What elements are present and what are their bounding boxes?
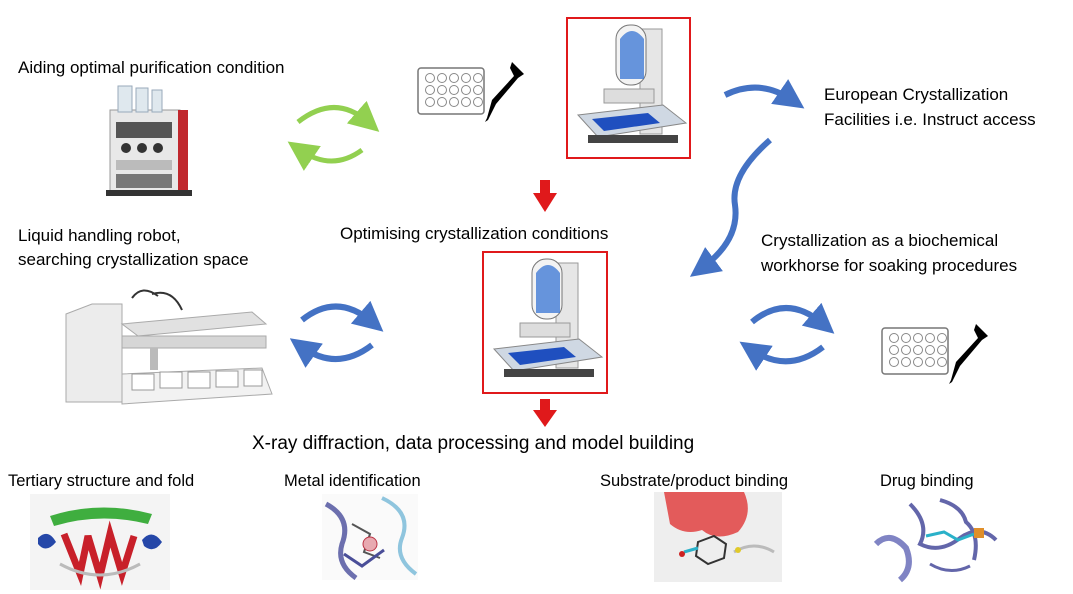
label-tertiary: Tertiary structure and fold [8,472,195,490]
liquid-handling-robot-image [65,289,273,405]
label-optimising: Optimising crystallization conditions [340,224,609,243]
blue-cycle-arrow-left-top [300,300,384,332]
blue-arrow-to-european [723,79,805,109]
substrate-binding-image [654,492,782,582]
red-down-arrow-top [533,180,557,212]
blue-cycle-arrow-right-bottom [739,341,825,371]
label-purification: Aiding optimal purification condition [18,58,285,77]
protein-fold-image [30,494,170,590]
robot-box-top [566,17,691,159]
label-workhorse-line1: Crystallization as a biochemical [761,231,999,250]
label-xray: X-ray diffraction, data processing and m… [252,433,695,454]
blue-cycle-arrow-right-top [750,302,835,334]
label-substrate: Substrate/product binding [600,472,789,490]
label-liquid-line2: searching crystallization space [18,250,249,269]
pipette-icon [949,324,988,384]
well-plate-icon [417,67,485,115]
blue-cycle-arrow-left-bottom [289,338,374,368]
well-plate-icon [881,327,949,375]
label-workhorse-line2: workhorse for soaking procedures [761,256,1018,275]
purification-system-image [106,85,192,196]
crystallization-robot-image [492,258,604,377]
blue-arrow-european-to-optimising [689,137,772,277]
label-metal: Metal identification [284,472,421,490]
green-cycle-arrow-top [296,100,380,132]
label-liquid-line1: Liquid handling robot, [18,226,181,245]
label-drug: Drug binding [880,472,974,490]
crystallization-robot-image [576,24,688,143]
drug-binding-image [870,494,1004,588]
label-european-line2: Facilities i.e. Instruct access [824,110,1036,129]
pipette-icon [485,62,524,122]
label-european-line1: European Crystallization [824,85,1009,104]
metal-site-image [322,494,418,580]
red-down-arrow-bottom [533,399,557,427]
robot-box-middle [482,251,608,394]
green-cycle-arrow-bottom [287,141,364,171]
